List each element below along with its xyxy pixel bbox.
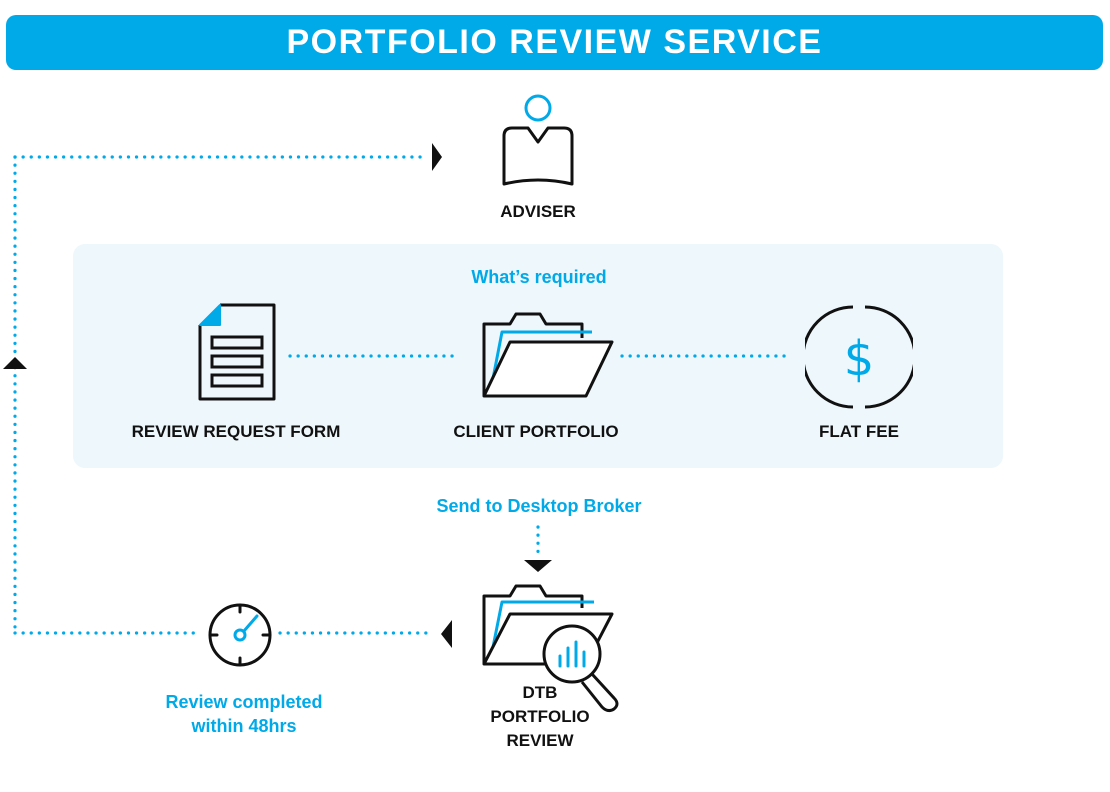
folder-magnifier-icon (482, 584, 619, 713)
folder-icon (482, 312, 614, 398)
requirements-heading: What’s required (471, 267, 607, 287)
requirement-label-form: REVIEW REQUEST FORM (131, 422, 341, 441)
person-icon (502, 94, 574, 186)
requirement-label-portfolio: CLIENT PORTFOLIO (453, 422, 619, 441)
clock-icon (208, 603, 272, 667)
arrowhead-right (432, 143, 442, 171)
arrowhead-left (441, 620, 452, 648)
document-form-icon (198, 303, 276, 401)
arrowhead-down (524, 560, 552, 572)
svg-text:$: $ (844, 331, 875, 387)
turnaround-label-line1: Review completed (165, 692, 323, 712)
arrowhead-up (3, 357, 27, 369)
review-label-line1: DTB (522, 683, 558, 702)
dollar-icon: $ (805, 305, 913, 409)
adviser-label: ADVISER (500, 202, 576, 221)
review-label-line2: PORTFOLIO (490, 707, 590, 726)
requirement-label-fee: FLAT FEE (819, 422, 899, 441)
turnaround-label-line2: within 48hrs (191, 716, 297, 736)
header-banner: PORTFOLIO REVIEW SERVICE (6, 15, 1103, 70)
send-label: Send to Desktop Broker (436, 496, 642, 516)
page-title: PORTFOLIO REVIEW SERVICE (286, 23, 823, 61)
review-label-line3: REVIEW (506, 731, 574, 750)
